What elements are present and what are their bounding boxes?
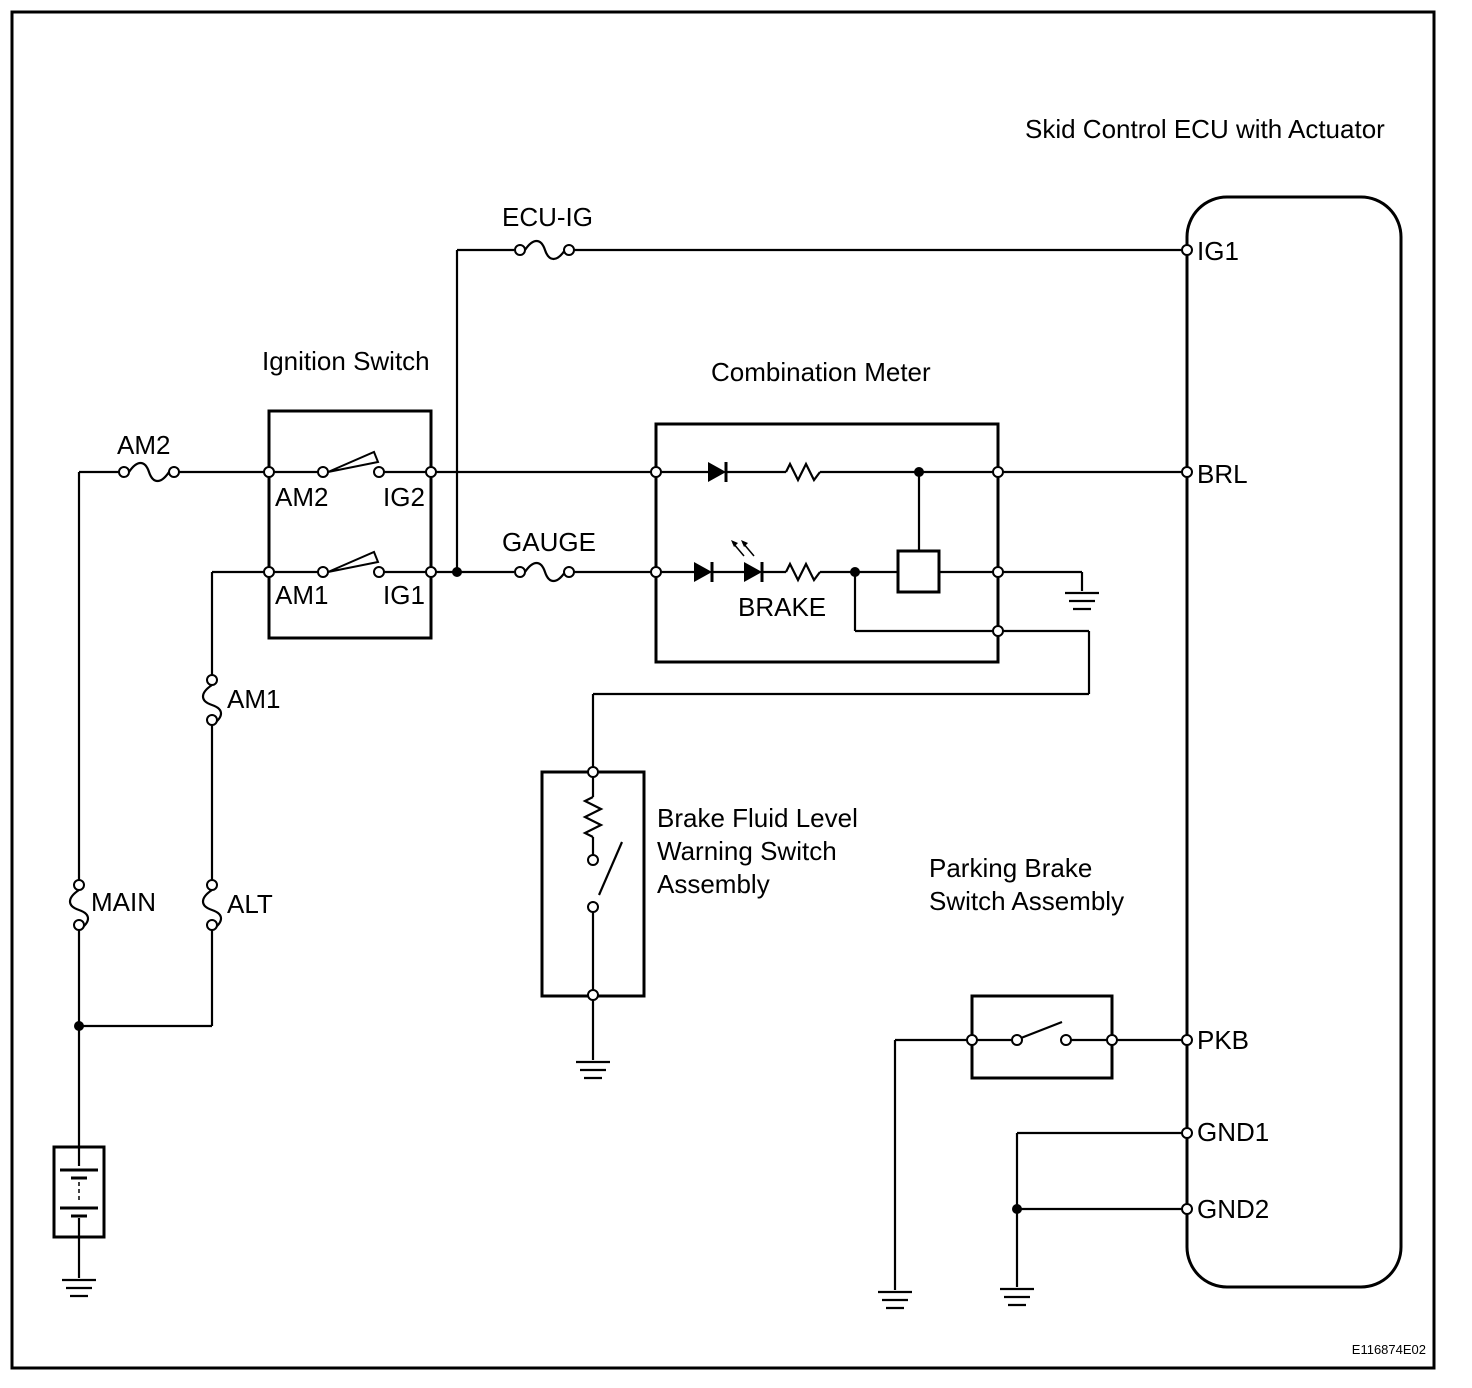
ecu-label: Skid Control ECU with Actuator: [1025, 114, 1385, 144]
ig2-brl-circuit: [436, 466, 1193, 478]
figure-code: E116874E02: [1352, 1342, 1426, 1357]
pkb-circuit: [893, 1034, 1193, 1290]
fuse-main: [68, 879, 90, 931]
ecu-pin-brl-label: BRL: [1197, 459, 1248, 489]
brake-fluid-switch-label-line-1: Brake Fluid Level: [657, 803, 858, 833]
fuse-alt-label: ALT: [227, 889, 273, 919]
parking-brake-switch-label: Parking Brake Switch Assembly: [929, 853, 1124, 916]
ignition-terminal-ig1: IG1: [383, 580, 425, 610]
brake-fluid-switch: [540, 766, 646, 1060]
fuse-gauge-label: GAUGE: [502, 527, 596, 557]
brake-fluid-switch-label-line-2: Warning Switch: [657, 836, 837, 866]
ecu-pin-ig1-label: IG1: [1197, 236, 1239, 266]
brake-fluid-switch-label-line-3: Assembly: [657, 869, 770, 899]
brake-warning-label: BRAKE: [738, 592, 826, 622]
brake-fluid-switch-label: Brake Fluid Level Warning Switch Assembl…: [657, 803, 865, 899]
ecu-ig-circuit: [436, 244, 1193, 577]
fuse-am2-label: AM2: [117, 430, 170, 460]
ecu-pin-gnd2-label: GND2: [1197, 1194, 1269, 1224]
fuse-ecu-ig: [514, 239, 575, 261]
meter-to-fluid-switch-circuit: [591, 629, 1091, 767]
fuse-ecu-ig-label: ECU-IG: [502, 202, 593, 232]
fuse-alt: [201, 879, 223, 931]
fuse-gauge: [514, 561, 575, 583]
ignition-terminal-ig2: IG2: [383, 482, 425, 512]
combination-meter: [650, 422, 1004, 664]
fuse-am2: [118, 461, 180, 483]
battery-circuit: [74, 470, 268, 1278]
fuse-am1: [201, 674, 223, 726]
meter-ground-circuit: [1003, 570, 1084, 591]
ignition-terminal-am1: AM1: [275, 580, 328, 610]
ground-symbol-meter: [1065, 591, 1099, 611]
diagram-frame: [10, 10, 1436, 1370]
battery-symbol: [52, 1145, 106, 1239]
combination-meter-label: Combination Meter: [711, 357, 931, 387]
ground-symbol-ecu: [1000, 1287, 1034, 1307]
parking-brake-switch-label-line-2: Switch Assembly: [929, 886, 1124, 916]
ecu-box: [1185, 195, 1403, 1289]
parking-brake-switch-label-line-1: Parking Brake: [929, 853, 1092, 883]
ground-symbol-battery: [62, 1278, 96, 1298]
ecu-ground-circuit: [1012, 1127, 1193, 1287]
fuse-am1-label: AM1: [227, 684, 280, 714]
ecu-pin-pkb-label: PKB: [1197, 1025, 1249, 1055]
parking-brake-switch: [966, 994, 1118, 1080]
ignition-terminal-am2: AM2: [275, 482, 328, 512]
ground-symbol-fluid-switch: [576, 1060, 610, 1080]
ground-symbol-parking-brake: [878, 1290, 912, 1310]
ignition-switch: [263, 409, 437, 640]
ecu-pin-gnd1-label: GND1: [1197, 1117, 1269, 1147]
fuse-main-label: MAIN: [91, 887, 156, 917]
ignition-switch-label: Ignition Switch: [262, 346, 430, 376]
